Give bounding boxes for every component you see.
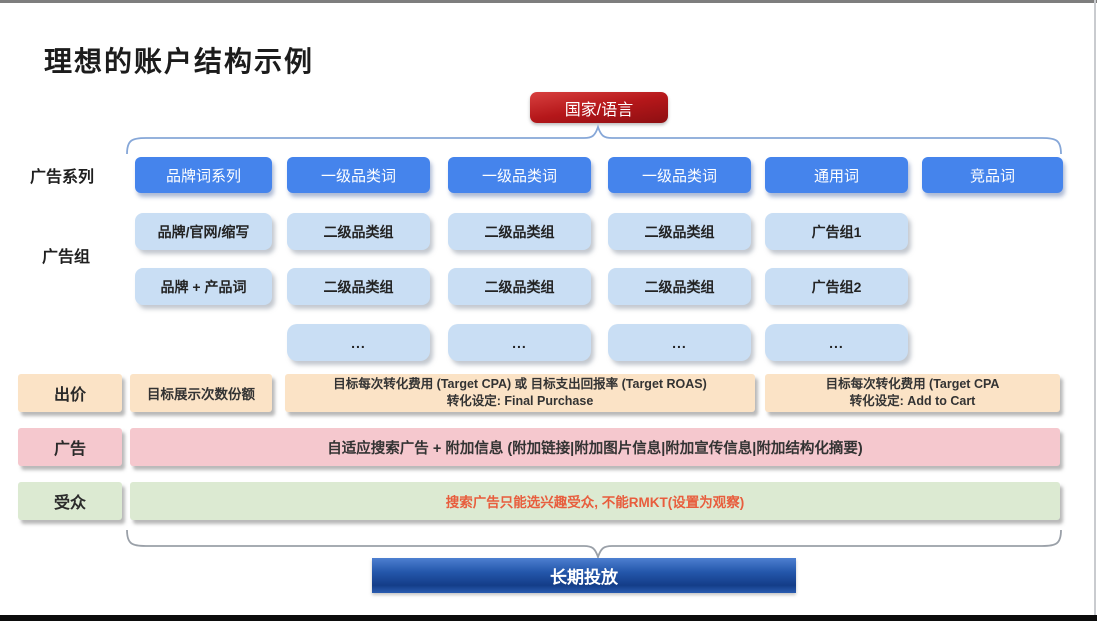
ads-info-box: 自适应搜索广告 + 附加信息 (附加链接|附加图片信息|附加宣传信息|附加结构化…	[130, 428, 1060, 466]
bid-cpa-roas-box: 目标每次转化费用 (Target CPA) 或 目标支出回报率 (Target …	[285, 374, 755, 412]
bid-cart-line2: 转化设定: Add to Cart	[849, 394, 976, 408]
adgroup-subcategory: 二级品类组	[287, 213, 430, 250]
adgroup-subcategory: 二级品类组	[608, 268, 751, 305]
right-edge-line	[1094, 0, 1096, 621]
long-term-delivery-button: 长期投放	[372, 558, 796, 593]
row-label-bid-box: 出价	[18, 374, 122, 412]
campaign-category-1: 一级品类词	[287, 157, 430, 193]
top-brace	[126, 124, 1062, 155]
adgroup-ellipsis: ...	[765, 324, 908, 361]
audience-note-text: 搜索广告只能选兴趣受众, 不能RMKT(设置为观察)	[445, 495, 745, 510]
bid-cart-line1: 目标每次转化费用 (Target CPA	[825, 377, 1000, 392]
page-title: 理想的账户结构示例	[44, 46, 315, 77]
audience-note-box: 搜索广告只能选兴趣受众, 不能RMKT(设置为观察)	[130, 482, 1060, 520]
ads-info-text: 自适应搜索广告 + 附加信息 (附加链接|附加图片信息|附加宣传信息|附加结构化…	[327, 440, 863, 457]
adgroup-brand-product-terms: 品牌 + 产品词	[135, 268, 272, 305]
adgroup-2: 广告组2	[765, 268, 908, 305]
adgroup-ellipsis: ...	[608, 324, 751, 361]
bid-impression-share-box: 目标展示次数份额	[130, 374, 272, 412]
bid-cart-cpa-box: 目标每次转化费用 (Target CPA 转化设定: Add to Cart	[765, 374, 1060, 412]
adgroup-subcategory: 二级品类组	[287, 268, 430, 305]
adgroup-brand-site-abbr: 品牌/官网/缩写	[135, 213, 272, 250]
bid-impression-share-text: 目标展示次数份额	[147, 387, 255, 402]
adgroup-1: 广告组1	[765, 213, 908, 250]
bottom-edge-bar	[0, 615, 1097, 621]
adgroup-ellipsis: ...	[287, 324, 430, 361]
top-edge-bar	[0, 0, 1097, 3]
row-label-audience-box: 受众	[18, 482, 122, 520]
row-label-adgroup: 广告组	[42, 249, 91, 266]
adgroup-ellipsis: ...	[448, 324, 591, 361]
campaign-generic-terms: 通用词	[765, 157, 908, 193]
bid-cpa-roas-line2: 转化设定: Final Purchase	[446, 394, 594, 408]
country-language-badge: 国家/语言	[530, 92, 668, 123]
adgroup-subcategory: 二级品类组	[448, 213, 591, 250]
adgroup-subcategory: 二级品类组	[448, 268, 591, 305]
row-label-campaign: 广告系列	[30, 169, 95, 186]
campaign-brand-terms: 品牌词系列	[135, 157, 272, 193]
campaign-category-3: 一级品类词	[608, 157, 751, 193]
row-label-ad-box: 广告	[18, 428, 122, 466]
campaign-competitor-terms: 竞品词	[922, 157, 1063, 193]
campaign-category-2: 一级品类词	[448, 157, 591, 193]
bid-cpa-roas-line1: 目标每次转化费用 (Target CPA) 或 目标支出回报率 (Target …	[333, 377, 707, 392]
adgroup-subcategory: 二级品类组	[608, 213, 751, 250]
bottom-brace	[126, 529, 1062, 560]
